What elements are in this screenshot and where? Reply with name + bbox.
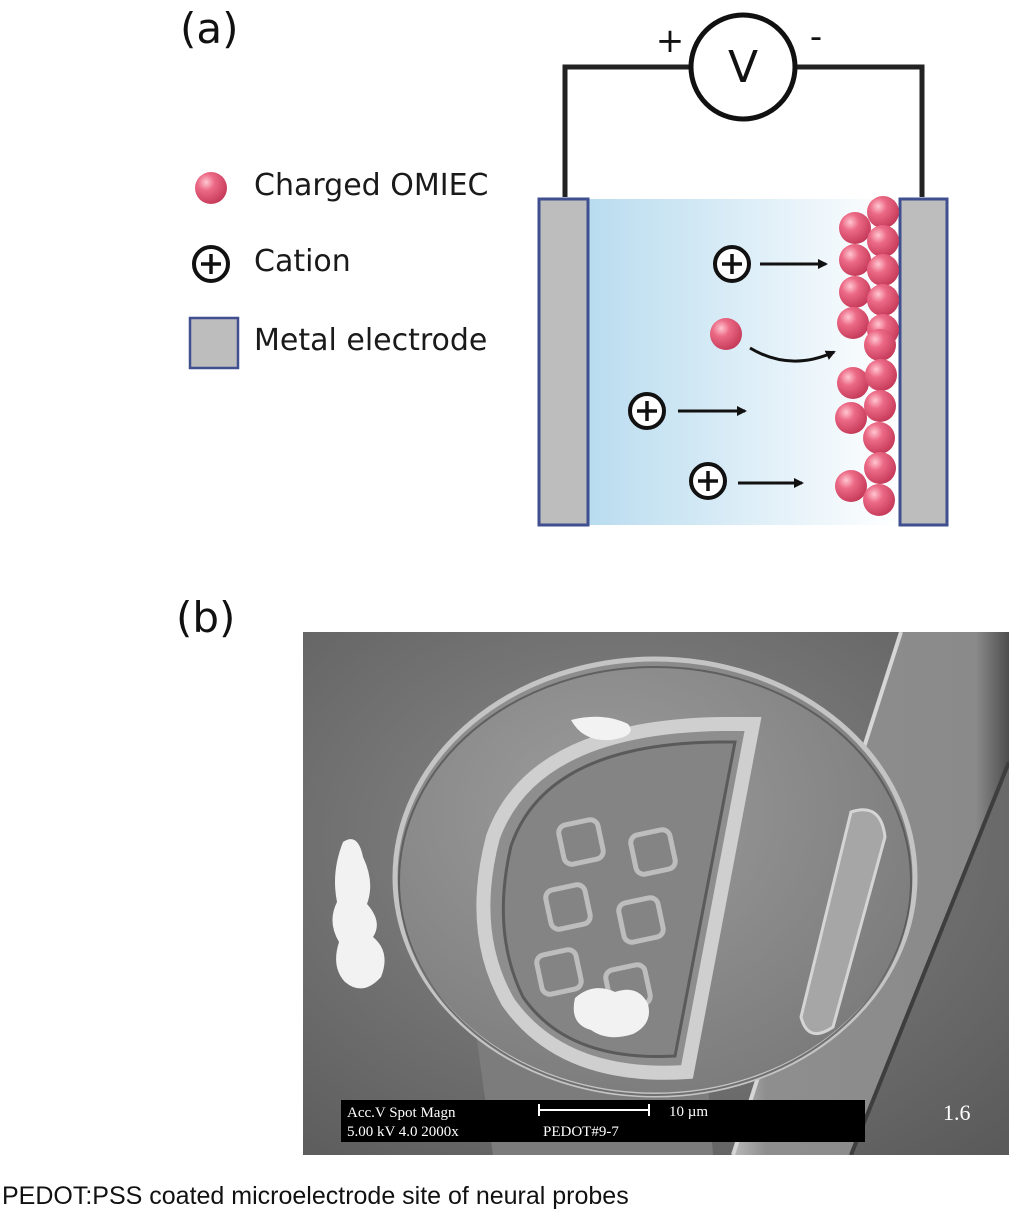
legend-cation-icon [192, 245, 230, 283]
omiec-sphere-5 [867, 254, 899, 286]
sem-corner-label: 1.6 [943, 1100, 971, 1125]
omiec-sphere-4 [839, 244, 871, 276]
omiec-sphere-10 [864, 329, 896, 361]
voltmeter-plus: + [656, 21, 685, 61]
legend-omiec-icon [195, 172, 227, 204]
sem-micrograph: Acc.V Spot Magn 5.00 kV 4.0 2000x 10 µm … [303, 632, 1009, 1155]
right-electrode [898, 197, 949, 527]
circuit-diagram: V + - [188, 12, 949, 527]
omiec-sphere-3 [867, 225, 899, 257]
voltmeter-minus: - [810, 17, 822, 57]
omiec-sphere-8 [837, 307, 869, 339]
omiec-sphere-2 [867, 196, 899, 228]
sem-ridge [799, 808, 887, 1036]
sem-square-pits [534, 817, 678, 1012]
sem-debris [332, 716, 649, 1038]
omiec-sphere-15 [863, 422, 895, 454]
cation-2 [628, 392, 666, 430]
omiec-sphere-18 [863, 484, 895, 516]
voltmeter [688, 12, 798, 122]
sem-electrode-site [476, 717, 762, 1080]
left-electrode [537, 197, 590, 527]
omiec-sphere-11 [837, 367, 869, 399]
figure-caption: PEDOT:PSS coated microelectrode site of … [2, 1182, 629, 1210]
cation-3 [689, 462, 727, 500]
legend-omiec-label: Charged OMIEC [254, 168, 489, 203]
omiec-sphere-16 [864, 452, 896, 484]
omiec-curved-arrow [749, 346, 836, 363]
panel-b-label: (b) [176, 593, 236, 642]
sem-sample-label: PEDOT#9-7 [543, 1124, 619, 1140]
voltmeter-symbol: V [728, 42, 758, 93]
sem-label-line2: 5.00 kV 4.0 2000x [347, 1124, 459, 1140]
omiec-sphere-1 [839, 212, 871, 244]
legend-metal-label: Metal electrode [254, 323, 488, 358]
omiec-stack [835, 196, 899, 516]
sem-label-line1: Acc.V Spot Magn [347, 1105, 456, 1121]
legend-metal-icon [188, 316, 240, 370]
omiec-drifting [710, 318, 742, 350]
omiec-sphere-6 [839, 276, 871, 308]
omiec-sphere-7 [867, 284, 899, 316]
cation-1 [713, 245, 751, 283]
circuit-wire [562, 64, 925, 197]
omiec-sphere-12 [865, 359, 897, 391]
omiec-sphere-13 [835, 402, 867, 434]
omiec-sphere-17 [835, 470, 867, 502]
sem-scale-label: 10 µm [669, 1104, 708, 1120]
legend-cation-label: Cation [254, 244, 351, 279]
sem-info-bar [341, 1100, 865, 1142]
omiec-sphere-14 [864, 390, 896, 422]
panel-a-label: (a) [180, 4, 239, 53]
